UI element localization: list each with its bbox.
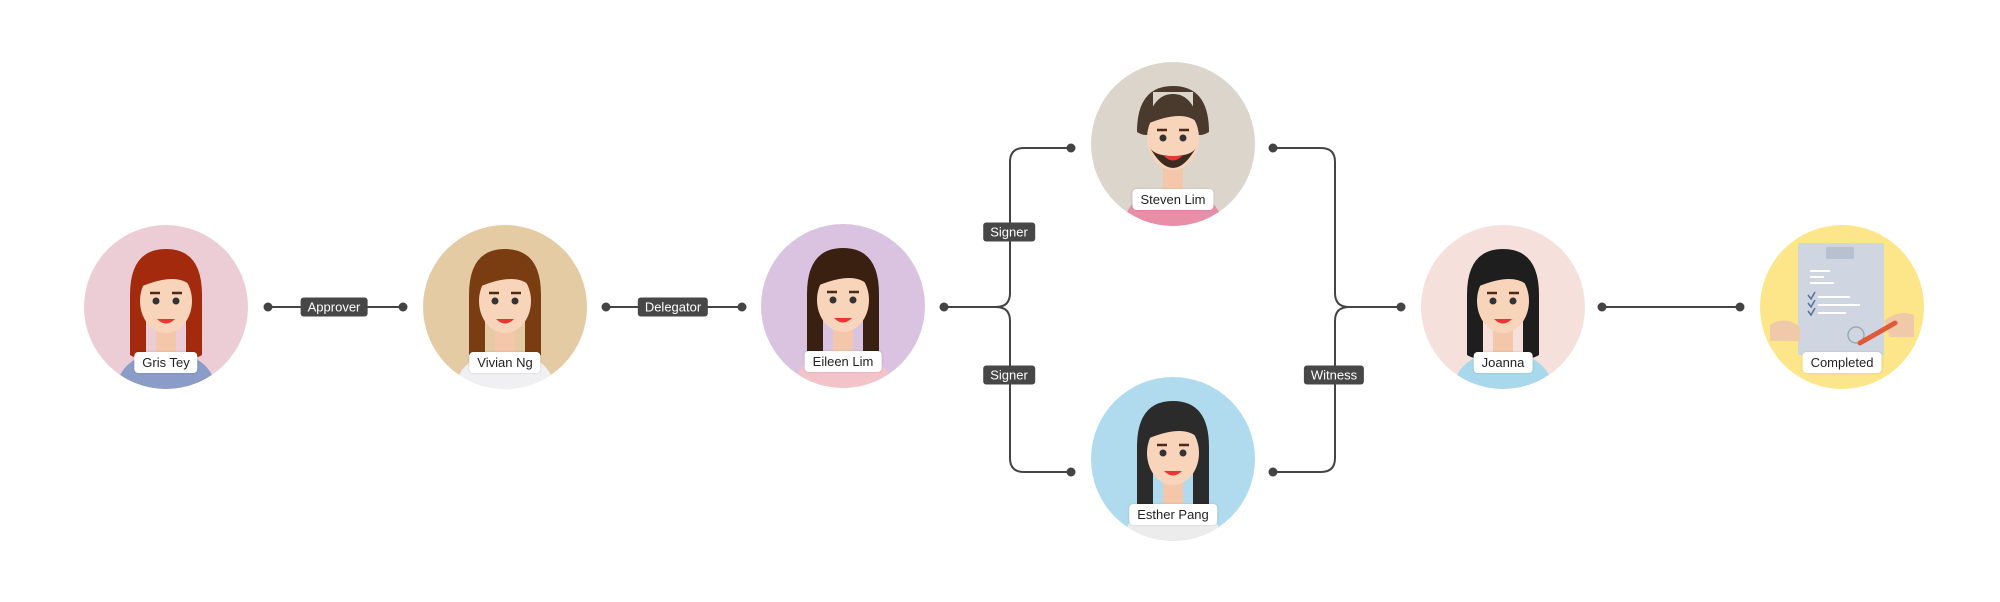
connector-dot bbox=[1268, 467, 1278, 477]
connector-witness-bottom bbox=[1273, 306, 1350, 473]
connector-dot bbox=[737, 302, 747, 312]
connector-dot bbox=[1066, 143, 1076, 153]
connector-dot bbox=[1396, 302, 1406, 312]
participant-vivian-ng[interactable]: Vivian Ng bbox=[423, 225, 587, 389]
connector-dot bbox=[263, 302, 273, 312]
connector-dot bbox=[1735, 302, 1745, 312]
connector-signer-bottom bbox=[995, 306, 1071, 473]
connector-dot bbox=[601, 302, 611, 312]
signed-document-icon bbox=[1770, 243, 1914, 355]
participant-eileen-lim[interactable]: Eileen Lim bbox=[761, 224, 925, 388]
completed-label: Completed bbox=[1802, 352, 1882, 373]
participant-name: Joanna bbox=[1473, 352, 1533, 373]
connector-witness-top bbox=[1273, 147, 1401, 308]
role-label-signer: Signer bbox=[983, 222, 1035, 242]
connector-dot bbox=[1268, 143, 1278, 153]
participant-esther-pang[interactable]: Esther Pang bbox=[1091, 377, 1255, 541]
completed-node[interactable]: Completed bbox=[1760, 225, 1924, 389]
participant-joanna[interactable]: Joanna bbox=[1421, 225, 1585, 389]
role-label-approver: Approver bbox=[300, 297, 368, 317]
role-label-delegator: Delegator bbox=[637, 297, 709, 317]
participant-name: Gris Tey bbox=[134, 352, 198, 373]
participant-name: Steven Lim bbox=[1132, 189, 1214, 210]
connector-dot bbox=[398, 302, 408, 312]
connector-dot bbox=[939, 302, 949, 312]
participant-steven-lim[interactable]: Steven Lim bbox=[1091, 62, 1255, 226]
role-label-witness: Witness bbox=[1303, 365, 1365, 385]
participant-name: Eileen Lim bbox=[804, 351, 882, 372]
connector-dot bbox=[1597, 302, 1607, 312]
role-label-signer: Signer bbox=[983, 365, 1035, 385]
participant-name: Esther Pang bbox=[1129, 504, 1217, 525]
participant-gris-tey[interactable]: Gris Tey bbox=[84, 225, 248, 389]
participant-name: Vivian Ng bbox=[469, 352, 541, 373]
connector-dot bbox=[1066, 467, 1076, 477]
